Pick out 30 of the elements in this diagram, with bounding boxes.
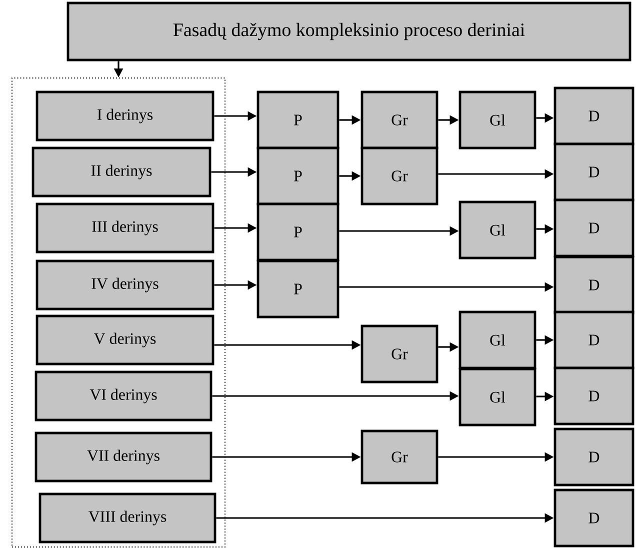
- process-box: Gl: [458, 200, 536, 260]
- process-box: D: [554, 428, 634, 486]
- process-box: P: [256, 260, 340, 318]
- title-box: Fasadų dažymo kompleksinio proceso deriniai: [66, 2, 632, 62]
- process-box: Gl: [458, 310, 536, 370]
- dotted-frame: [12, 78, 226, 548]
- process-box: D: [554, 142, 634, 202]
- combination-box: III derinys: [36, 202, 214, 254]
- process-box: D: [554, 256, 634, 314]
- process-box: D: [554, 366, 634, 426]
- process-box: Gl: [458, 90, 536, 150]
- combination-box: I derinys: [36, 90, 214, 142]
- process-box: P: [256, 202, 340, 262]
- combination-box: V derinys: [36, 314, 214, 366]
- combination-box: IV derinys: [36, 260, 214, 310]
- combination-box: II derinys: [32, 146, 212, 198]
- process-box: D: [554, 86, 634, 146]
- process-box: Gr: [360, 430, 438, 484]
- process-box: D: [554, 310, 634, 370]
- process-box: Gr: [360, 324, 438, 384]
- process-box: D: [554, 198, 634, 258]
- combination-box: VI derinys: [34, 370, 212, 422]
- process-box: Gr: [360, 146, 438, 206]
- process-box: D: [554, 488, 634, 548]
- process-box: P: [256, 146, 340, 206]
- combination-box: VII derinys: [34, 432, 212, 482]
- combination-box: VIII derinys: [38, 492, 216, 544]
- process-box: P: [256, 90, 340, 150]
- process-box: Gl: [458, 368, 536, 426]
- process-box: Gr: [360, 90, 438, 150]
